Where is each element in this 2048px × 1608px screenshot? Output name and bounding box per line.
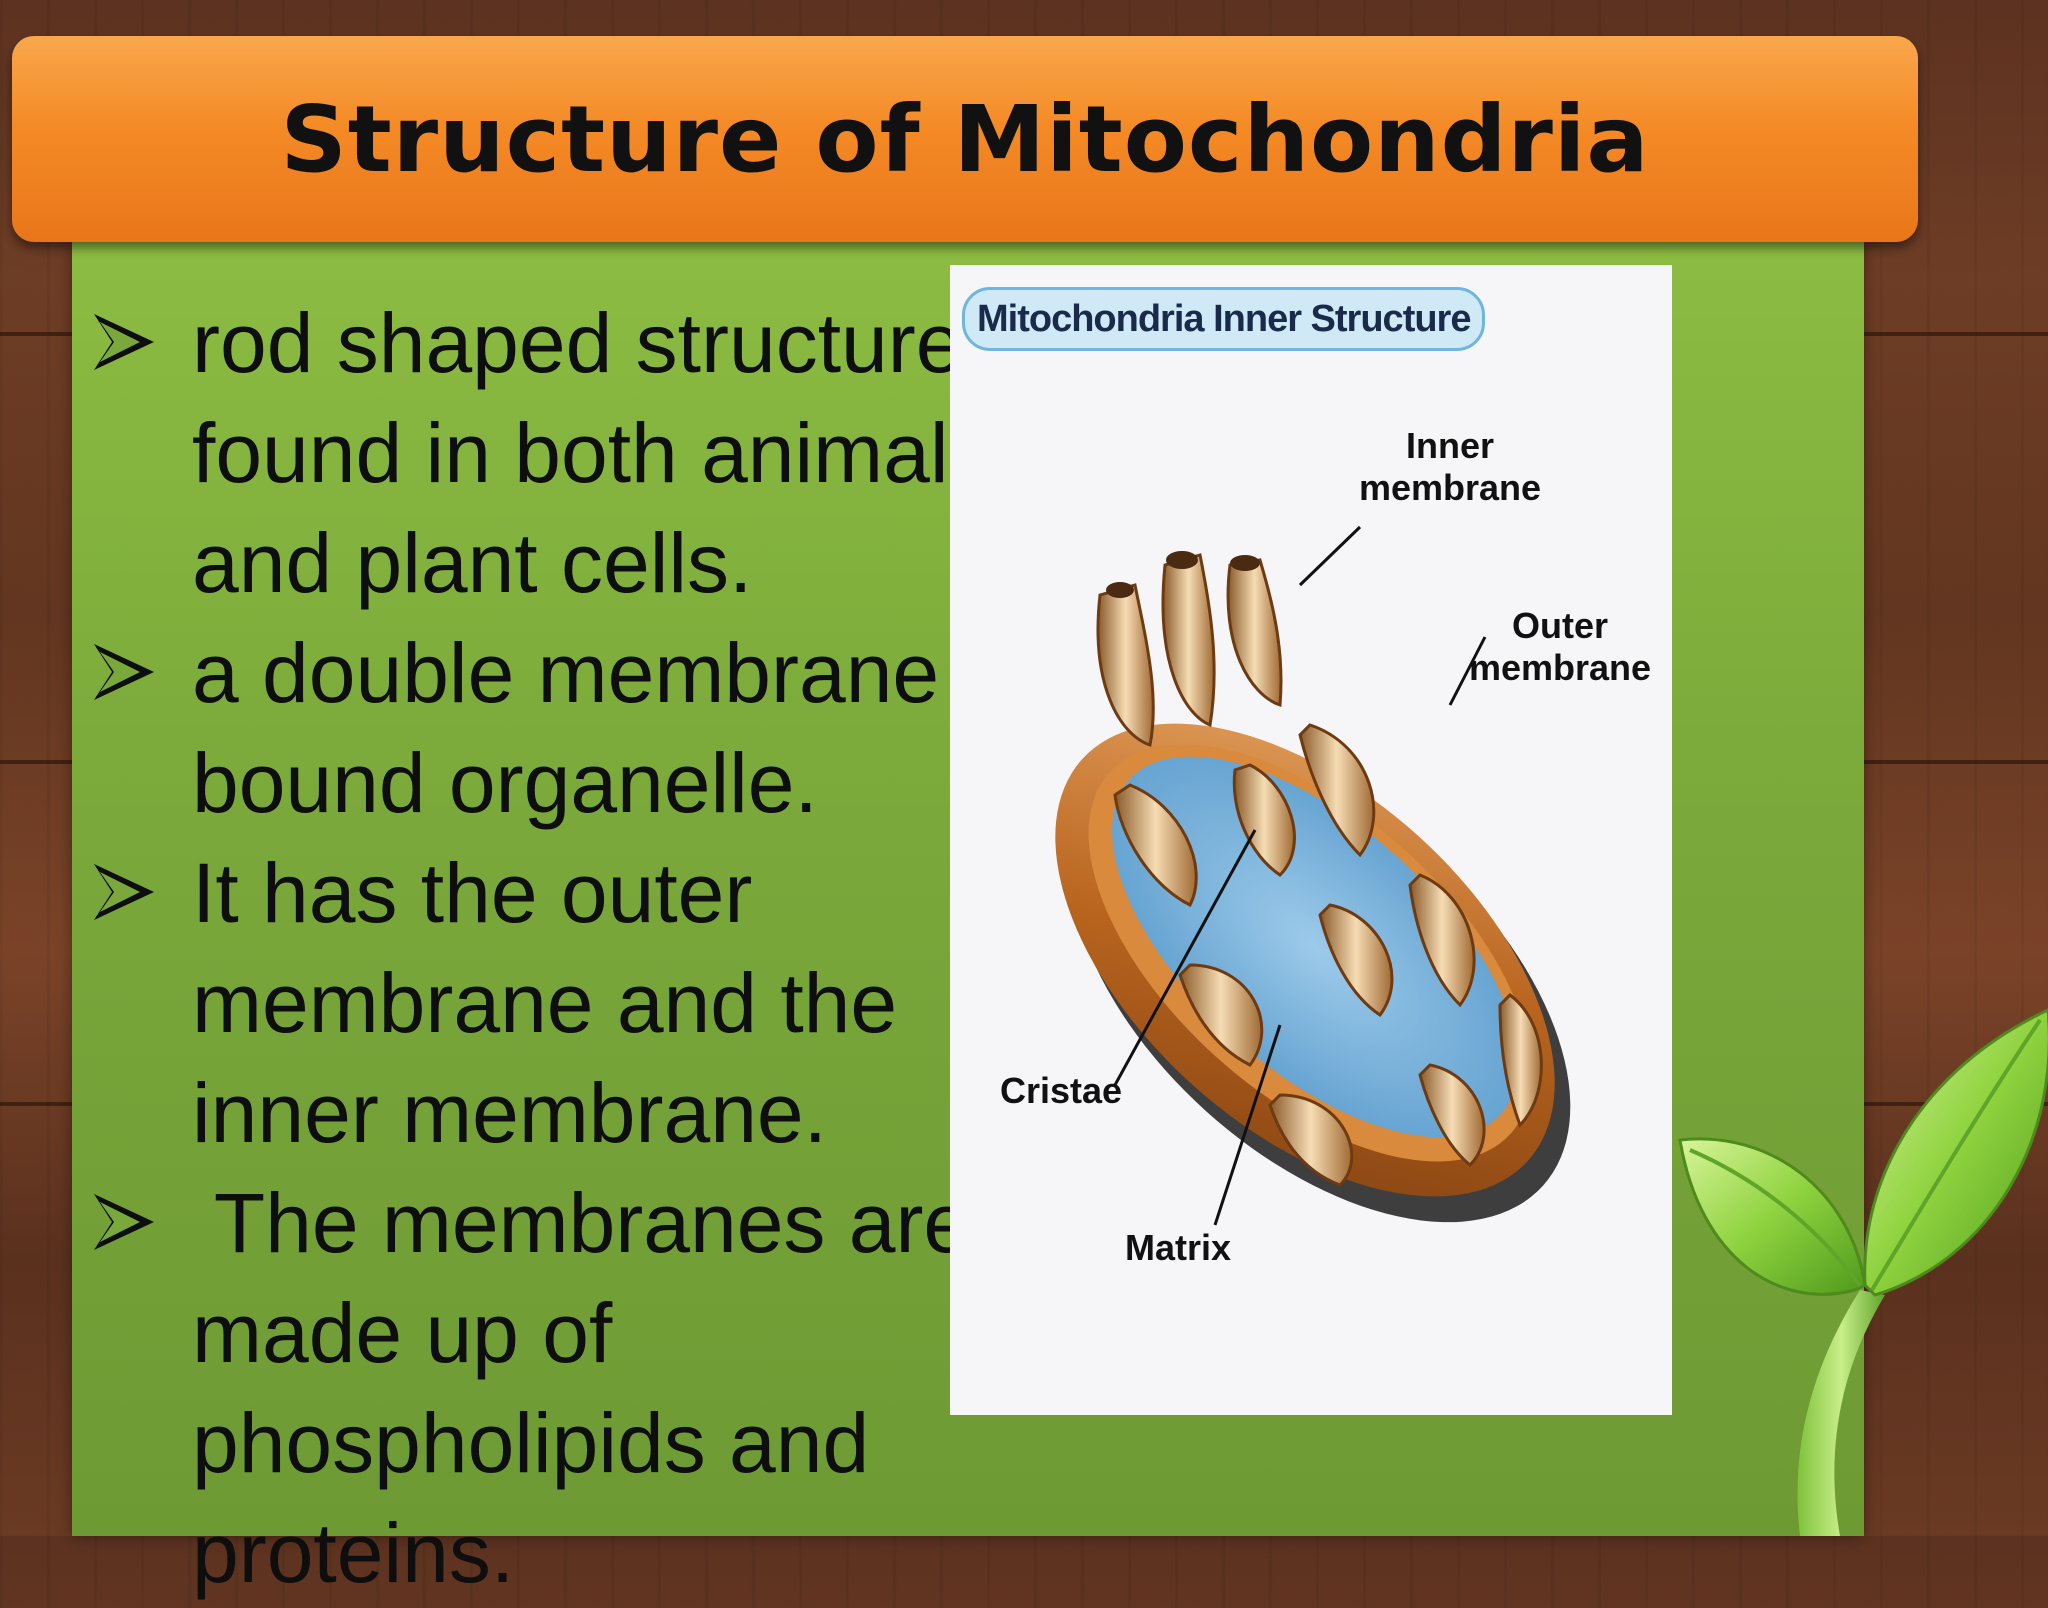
arrowhead-bullet-icon <box>94 864 154 920</box>
bullet-item: a double membrane bound organelle. <box>92 618 972 838</box>
arrowhead-bullet-icon <box>94 314 154 370</box>
title-banner: Structure of Mitochondria <box>12 36 1918 242</box>
slide-title: Structure of Mitochondria <box>280 85 1650 193</box>
arrowhead-bullet-icon <box>94 1194 154 1250</box>
bullet-line: rod shaped structure <box>192 296 963 390</box>
bullet-line: inner membrane. <box>192 1066 827 1160</box>
mitochondria-illustration <box>1055 525 1571 1226</box>
bullet-line: bound organelle. <box>192 736 818 830</box>
bullet-item: It has the outer membrane and the inner … <box>92 838 972 1168</box>
bullet-item: The membranes are made up of phospholipi… <box>92 1168 972 1608</box>
bullet-line: membrane and the <box>192 956 898 1050</box>
bullet-line: proteins. <box>192 1506 515 1600</box>
bullet-line: It has the outer <box>192 846 753 940</box>
plant-sprout-icon <box>1678 1008 2048 1536</box>
figure-title: Mitochondria Inner Structure <box>962 287 1486 351</box>
arrowhead-bullet-icon <box>94 644 154 700</box>
bullet-item: rod shaped structure found in both anima… <box>92 288 972 618</box>
bullet-line: made up of <box>192 1286 613 1380</box>
inner-membrane-label-line: Inner <box>1405 425 1494 466</box>
bullet-line: a double membrane <box>192 626 940 720</box>
inner-membrane-label-line: membrane <box>1358 467 1542 508</box>
bullet-line: phospholipids and <box>192 1396 870 1490</box>
bullet-line: found in both animal <box>192 406 949 500</box>
outer-membrane-label-line: membrane <box>1468 647 1652 688</box>
matrix-label: Matrix <box>1125 1227 1232 1268</box>
bullet-list: rod shaped structure found in both anima… <box>92 288 972 1608</box>
bullet-line: and plant cells. <box>192 516 753 610</box>
mitochondria-figure: Mitochondria Inner Structure Inner membr… <box>950 265 1672 1415</box>
bullet-line: The membranes are <box>192 1176 971 1270</box>
outer-membrane-label: Outer membrane <box>1460 605 1660 689</box>
inner-membrane-label: Inner membrane <box>1350 425 1550 509</box>
cristae-label: Cristae <box>1000 1070 1123 1111</box>
outer-membrane-label-line: Outer <box>1511 605 1608 646</box>
